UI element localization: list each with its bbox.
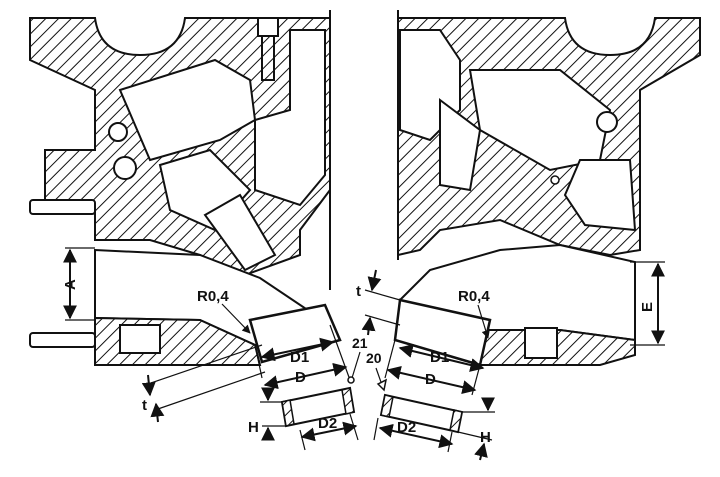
right-seat-ring-body — [379, 393, 464, 434]
label-a: A — [62, 279, 79, 290]
dimension-a: A — [62, 247, 95, 321]
label-h-right: H — [480, 429, 491, 446]
left-seat-ring: D2 H — [248, 386, 359, 451]
right-lower-pocket — [524, 327, 558, 359]
radius-right: R0,4 — [458, 288, 490, 339]
right-t-dimension: t — [356, 269, 401, 336]
right-lower-cavity — [563, 159, 637, 232]
left-t-dimension: t — [141, 344, 266, 423]
label-h-left: H — [248, 419, 259, 436]
label-20: 20 — [366, 350, 382, 366]
right-mid-cavity — [439, 98, 482, 192]
label-d1-left: D1 — [290, 349, 309, 366]
radius-left: R0,4 — [197, 288, 251, 334]
label-d1-right: D1 — [430, 349, 449, 366]
left-seat-dimensions: D1 D 21 — [254, 324, 368, 390]
left-lower-pocket — [119, 324, 161, 354]
right-small-hole — [550, 175, 560, 185]
label-r04-right: R0,4 — [458, 288, 490, 305]
label-t-left: t — [142, 397, 147, 414]
right-valve-seat-section — [393, 10, 701, 367]
left-stud-upper — [29, 199, 96, 215]
left-stud-lower — [29, 332, 96, 348]
right-seat-ring: D2 H — [373, 393, 495, 461]
dimension-e: E — [630, 261, 665, 346]
right-oil-hole — [596, 111, 618, 133]
left-bolt-shank — [261, 35, 275, 81]
label-d2-right: D2 — [397, 419, 416, 436]
left-oil-hole-1 — [108, 122, 128, 142]
left-valve-guide — [203, 193, 277, 272]
right-seat-dimensions: D1 D 20 — [366, 339, 485, 396]
left-valve-seat-section — [29, 10, 342, 366]
label-e: E — [639, 302, 656, 312]
label-t-right: t — [356, 283, 361, 300]
left-bolt-head — [257, 17, 279, 37]
left-oil-hole-2 — [113, 156, 137, 180]
label-21: 21 — [352, 335, 368, 351]
label-d-right: D — [425, 371, 436, 388]
label-r04-left: R0,4 — [197, 288, 229, 305]
left-upper-cavity — [254, 29, 326, 207]
label-d-left: D — [295, 369, 306, 386]
label-d2-left: D2 — [318, 415, 337, 432]
